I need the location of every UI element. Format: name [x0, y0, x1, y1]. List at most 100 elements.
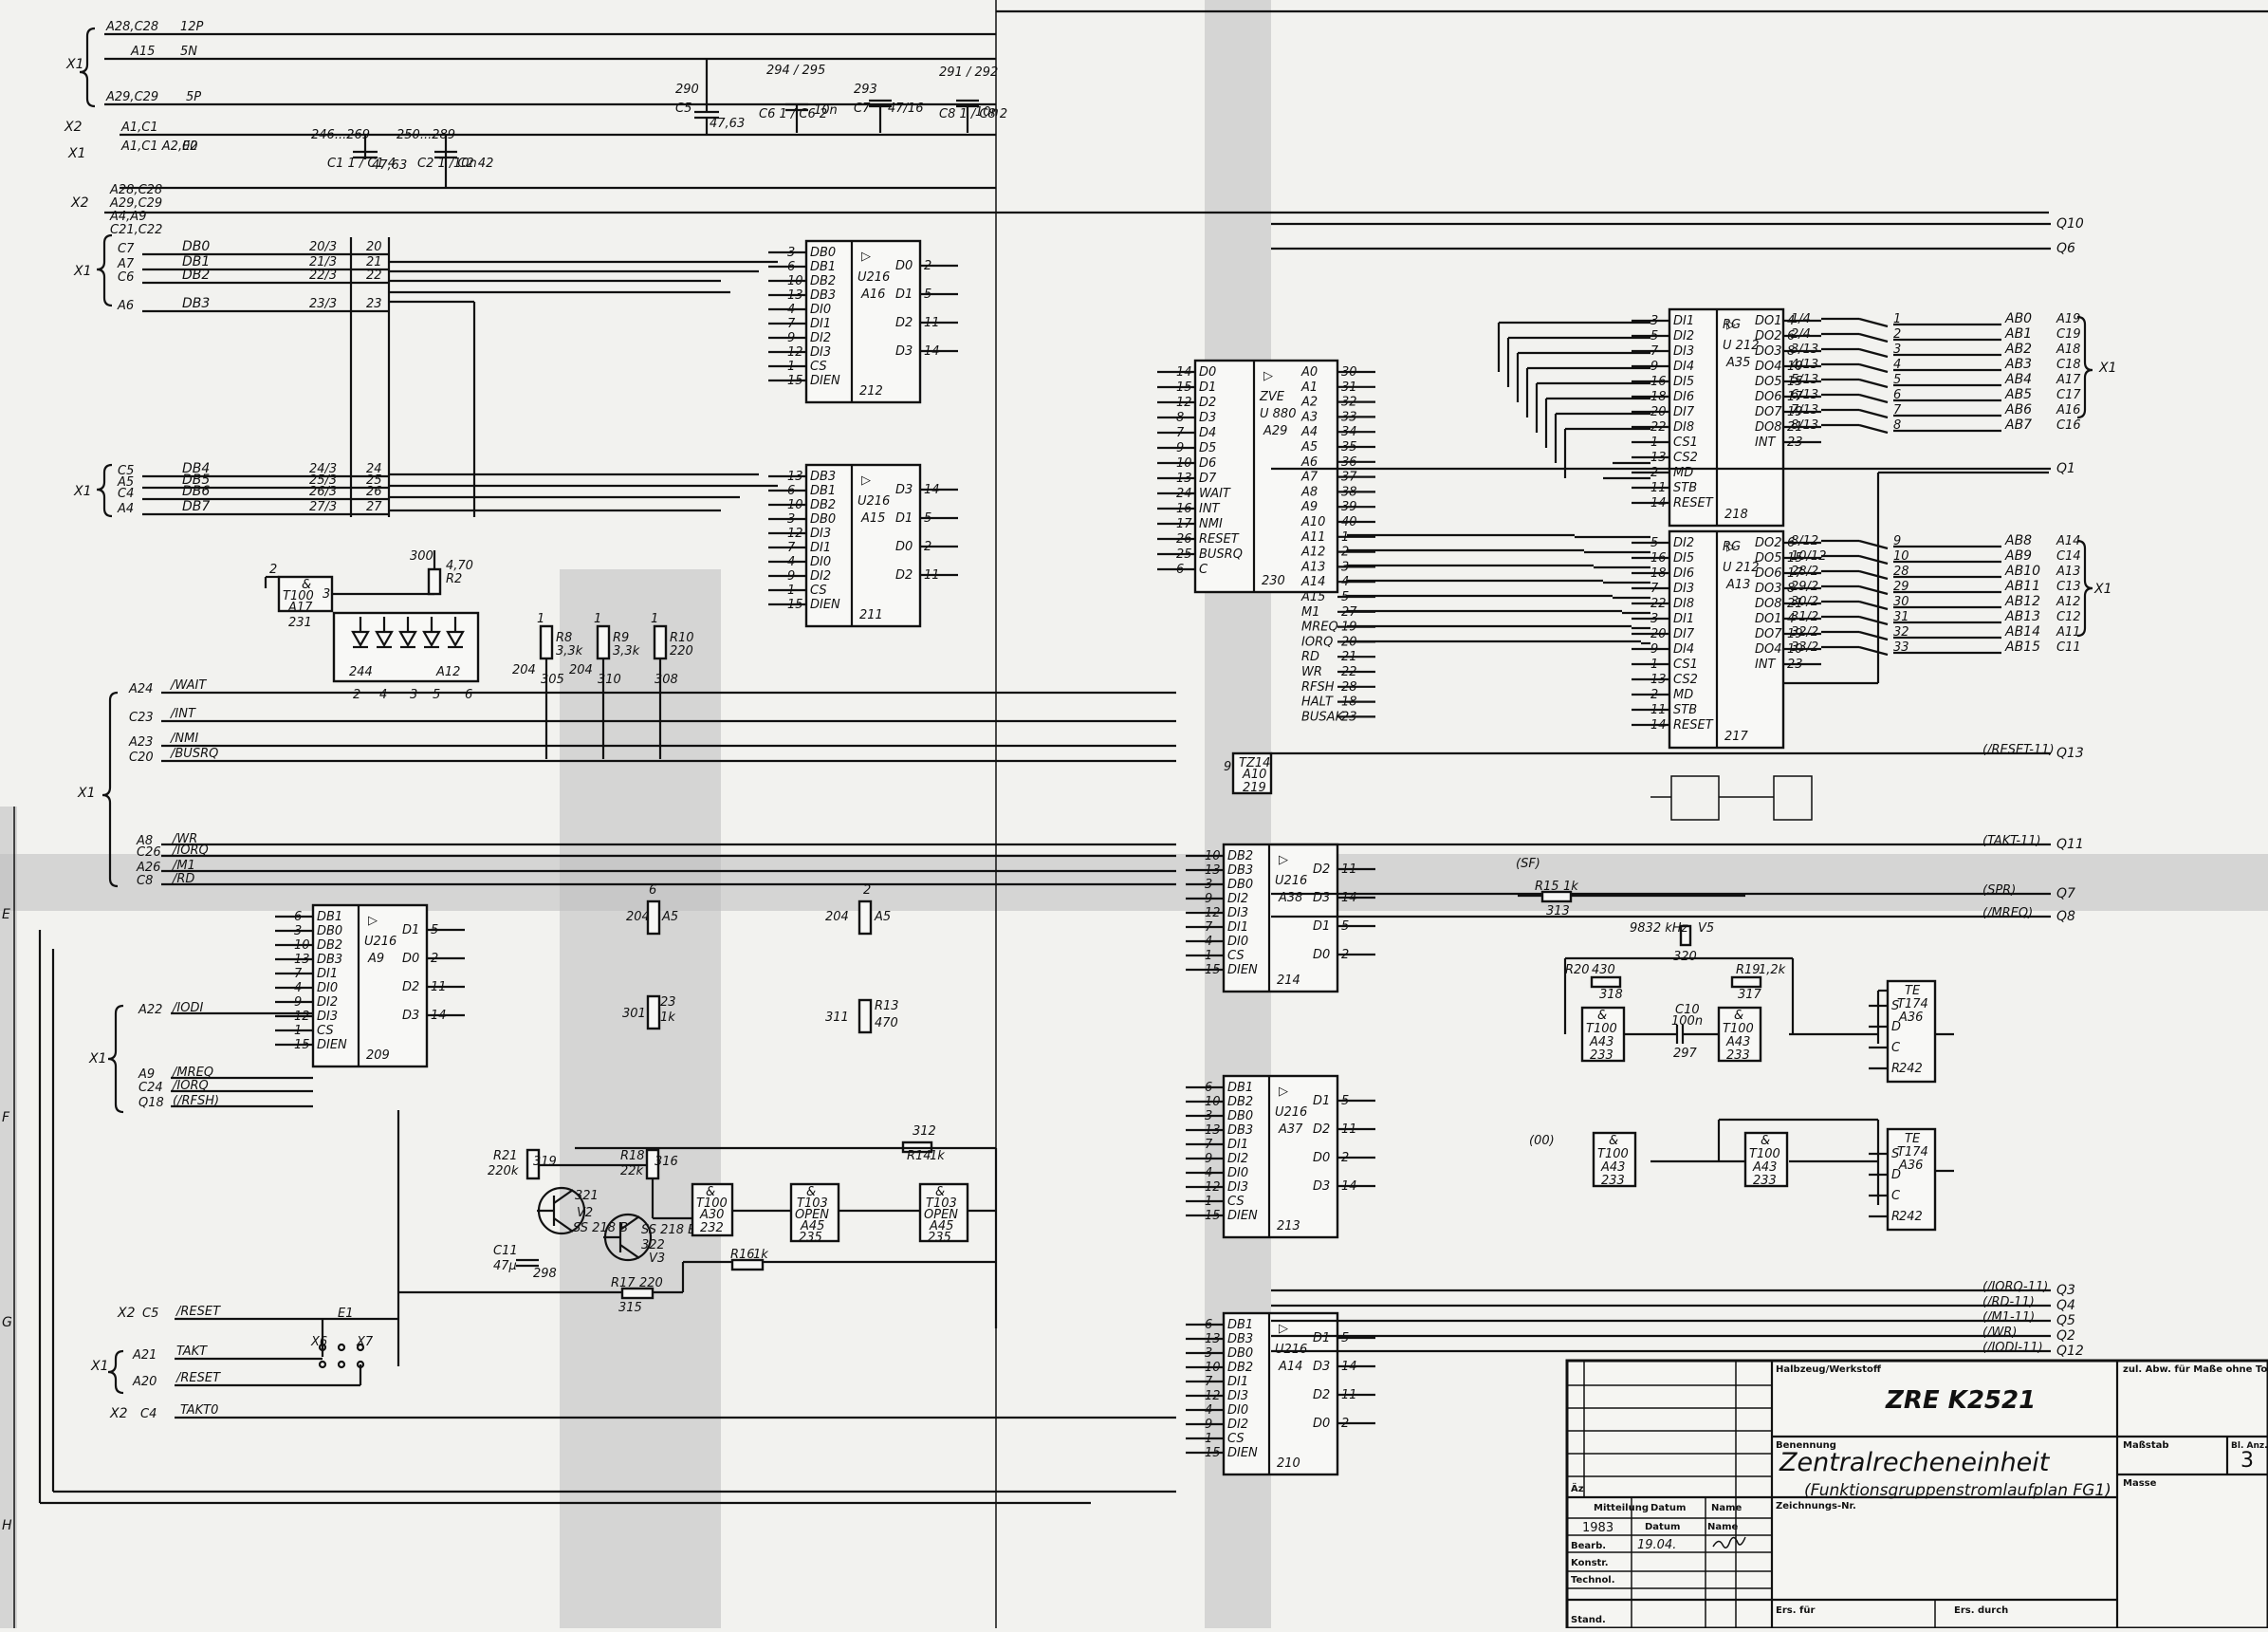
chip-pin-label: A1 — [1300, 380, 1318, 395]
chip-pin-label: D2 — [1313, 1122, 1330, 1137]
connector-pin: A4 — [117, 502, 134, 516]
gate-pos: 233 — [1601, 1174, 1625, 1188]
label-az: Äz — [1571, 1481, 1584, 1494]
gate-symbol: & — [1597, 1009, 1607, 1023]
addr-ref: 4/13 — [1791, 358, 1818, 372]
resistor-pos: 305 — [541, 673, 564, 687]
chip-pin-label: DB3 — [1227, 1332, 1253, 1346]
chip-pin-label: DI7 — [1673, 627, 1695, 641]
chip-type: U216 — [1275, 874, 1307, 888]
svg-text:312: 312 — [913, 1124, 936, 1139]
ff-pin: C — [1891, 1189, 1901, 1203]
resistor-pos: 310 — [598, 673, 621, 687]
chip-pin-label: C — [1199, 563, 1208, 577]
svg-text:2: 2 — [353, 688, 360, 702]
chip-pin-label: CS2 — [1673, 673, 1698, 687]
chip-pin-label: INT — [1755, 658, 1777, 672]
chip-pin-label: DI0 — [810, 303, 831, 317]
net-label: /WR — [172, 832, 197, 846]
svg-text:47,63: 47,63 — [372, 158, 407, 173]
bus-ref: 20/3 — [309, 240, 337, 254]
pin-label: A1,C1 A2,E2 — [120, 139, 198, 154]
chip-pin-label: DB2 — [810, 274, 836, 288]
chip-pin-label: CS2 — [1673, 451, 1698, 465]
addr-ref: 28/2 — [1791, 565, 1818, 579]
chip-pin-label: DO2 — [1755, 536, 1782, 550]
svg-text:219: 219 — [1243, 781, 1266, 795]
date: 19.04. — [1637, 1538, 1676, 1552]
svg-text:T100: T100 — [696, 1196, 728, 1211]
svg-text:R19: R19 — [1736, 963, 1761, 977]
chip-type: U216 — [364, 935, 396, 949]
svg-text:9: 9 — [1224, 760, 1231, 774]
chip-pin-label: DI8 — [1673, 420, 1694, 435]
addr-pin: 28 — [1893, 565, 1909, 579]
svg-text:313: 313 — [1546, 904, 1570, 918]
chip-pin-label: D0 — [1313, 1417, 1330, 1431]
chip-pin-label: DB0 — [810, 512, 836, 527]
cap-c2: 250...289 C2 1 / C2 42 10n — [396, 128, 493, 188]
svg-text:293: 293 — [854, 83, 877, 97]
chip-pin-label: D2 — [895, 316, 913, 330]
ff-pos: 242 — [1899, 1210, 1923, 1224]
connector-pin: A26 — [136, 861, 160, 875]
addr-pin: 10 — [1893, 549, 1909, 564]
pin-label: A29,C29 — [109, 196, 162, 211]
addr-net: AB2 — [2004, 342, 2032, 357]
svg-text:R18: R18 — [620, 1149, 645, 1163]
output-net: (/M1-11) — [1982, 1310, 2035, 1325]
pin-number: 1 — [537, 612, 544, 626]
connector-pin: C23 — [129, 711, 154, 725]
chip-type: U216 — [1275, 1343, 1307, 1357]
chip-pin-label: DB2 — [1227, 1361, 1253, 1375]
svg-text:T103: T103 — [797, 1196, 828, 1211]
chip-pin-label: CS — [810, 584, 827, 598]
chip-pin-label: DI8 — [1673, 597, 1694, 611]
chip-pin-label: DI2 — [317, 995, 338, 1010]
chip-pin-label: DI2 — [1673, 536, 1694, 550]
net-label: /NMI — [170, 732, 198, 746]
chip-pos: 211 — [859, 608, 883, 622]
chip-type: U216 — [857, 494, 890, 509]
label-konstr: Konstr. — [1571, 1558, 1609, 1568]
svg-text:319: 319 — [533, 1155, 557, 1169]
chip-body — [1222, 1311, 1339, 1476]
ff-pin: S — [1891, 999, 1899, 1013]
svg-text:231: 231 — [288, 616, 312, 630]
drawing-number: ZRE K2521 — [1885, 1386, 2036, 1415]
row-marker-f: F — [2, 1110, 10, 1125]
chip-pin-label: BUSRQ — [1199, 547, 1243, 562]
chip-pin-label: DB2 — [317, 938, 342, 953]
svg-text:9832 kHz: 9832 kHz — [1630, 921, 1689, 936]
chip-ref: A16 — [860, 287, 885, 302]
net-label: DB3 — [182, 296, 210, 311]
chip-pos: 214 — [1277, 974, 1300, 988]
svg-text:22k: 22k — [620, 1164, 644, 1178]
row-marker-g: G — [2, 1315, 12, 1330]
pin-label: C21,C22 — [110, 223, 162, 237]
chip-reg: RG — [1723, 318, 1741, 332]
svg-text:1k: 1k — [930, 1149, 945, 1163]
addr-ref: 1/4 — [1791, 312, 1811, 326]
chip-pin-label: DI2 — [1227, 1418, 1248, 1432]
chip-pin-label: DI3 — [1227, 1180, 1248, 1195]
net-label: /MREQ — [172, 1066, 213, 1080]
chip-pin-label: D0 — [402, 952, 419, 966]
gate-a45a: & T103 OPEN A45 235 — [789, 1182, 840, 1245]
chip-pin-label: D1 — [1199, 380, 1216, 395]
output-q: Q8 — [2056, 909, 2075, 924]
chip-pin-label: DO5 — [1755, 375, 1782, 389]
chip-pin-label: D0 — [1313, 1151, 1330, 1165]
gate-symbol: & — [1761, 1134, 1770, 1148]
drawing-subtitle: (Funktionsgruppenstromlaufplan FG1) — [1804, 1481, 2111, 1500]
sheet-number: 3 — [2240, 1449, 2254, 1473]
svg-text:2: 2 — [863, 883, 871, 898]
addr-pin: 32 — [1893, 625, 1909, 640]
connector-pin: C8 — [137, 874, 153, 888]
svg-text:1k: 1k — [660, 1011, 675, 1025]
chip-pin-label: A8 — [1300, 485, 1318, 499]
svg-text:SS 218 B: SS 218 B — [573, 1221, 628, 1235]
svg-text:311: 311 — [825, 1011, 849, 1025]
addr-conn: C14 — [2056, 549, 2081, 564]
